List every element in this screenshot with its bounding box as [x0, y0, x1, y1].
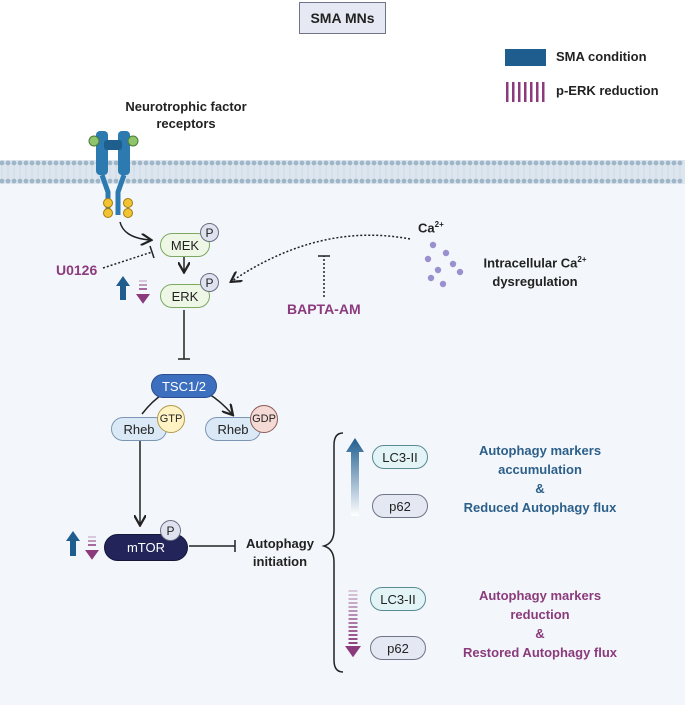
page-title: SMA MNs	[299, 2, 386, 34]
receptor-to-mek-arrow	[119, 221, 150, 240]
cytoplasm-area	[0, 182, 685, 705]
p62-bottom-marker: p62	[370, 636, 426, 660]
reduction-down-arrow	[345, 590, 361, 658]
autophagy-brace	[321, 432, 344, 673]
rheb-label: Rheb	[217, 421, 249, 437]
mtor-phospho-badge: P	[160, 520, 181, 541]
legend-sma-icon	[505, 49, 546, 66]
lc3-ii-bottom-marker: LC3-II	[370, 587, 426, 611]
p62-top-marker: p62	[372, 494, 428, 518]
u0126-label: U0126	[56, 262, 98, 278]
legend-sma-label: SMA condition	[556, 49, 647, 64]
legend-perk-label: p-ERK reduction	[556, 83, 659, 98]
lc3-ii-top-marker: LC3-II	[372, 445, 428, 469]
mtor-perk-down-arrow	[85, 536, 99, 560]
mtor-label: mTOR	[126, 540, 166, 555]
bapta-am-label: BAPTA-AM	[287, 301, 361, 317]
mek-phospho-badge: P	[200, 223, 219, 242]
gtp-badge: GTP	[157, 405, 185, 433]
outcome-reduction-text: Autophagy markers reduction & Restored A…	[462, 588, 618, 660]
legend-perk-icon	[506, 82, 545, 102]
accumulation-up-arrow	[346, 438, 364, 516]
outcome-accumulation-text: Autophagy markers accumulation & Reduced…	[463, 443, 617, 515]
calcium-to-erk-arrow	[232, 234, 411, 281]
calcium-label: Ca2+	[418, 220, 444, 236]
tsc-label: TSC1/2	[161, 378, 207, 394]
receptor-icon	[88, 131, 139, 218]
u0126-inhibition-line	[102, 251, 153, 269]
calcium-dysregulation-label: Intracellular Ca2+ dysregulation	[483, 255, 587, 290]
cell-membrane	[0, 160, 685, 184]
erk-sma-up-arrow	[116, 276, 130, 300]
erk-phospho-badge: P	[200, 273, 219, 292]
erk-perk-down-arrow	[136, 280, 150, 304]
erk-node: ERK	[160, 284, 210, 308]
rheb-label: Rheb	[123, 421, 155, 437]
mtor-sma-up-arrow	[66, 531, 80, 556]
mtor-node: mTOR	[104, 534, 188, 561]
erk-label: ERK	[171, 288, 199, 304]
calcium-ions-icon	[424, 241, 464, 288]
receptor-label: Neurotrophic factor receptors	[125, 99, 247, 131]
mek-label: MEK	[170, 237, 200, 253]
gdp-badge: GDP	[250, 405, 278, 433]
tsc-node: TSC1/2	[151, 374, 217, 398]
